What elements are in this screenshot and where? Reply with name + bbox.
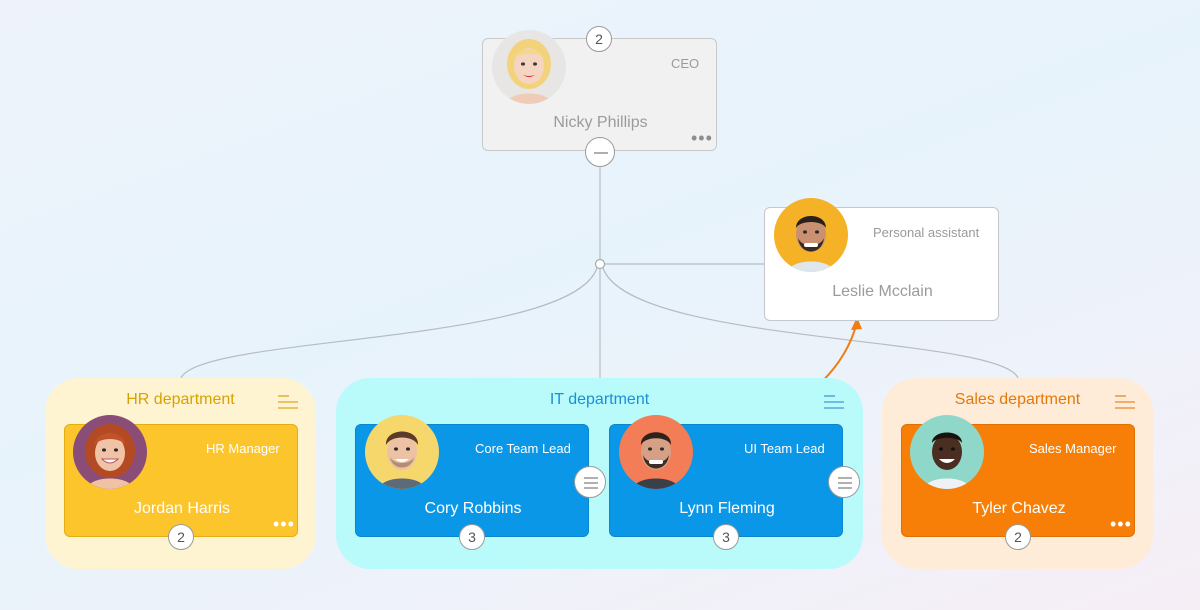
hr-manager-role: HR Manager xyxy=(206,441,280,456)
more-dots-icon[interactable]: ••• xyxy=(1110,514,1132,534)
assistant-role: Personal assistant xyxy=(873,225,980,240)
man-smiling-avatar xyxy=(365,415,439,489)
hr-department-title: HR department xyxy=(126,391,235,408)
ceo-children-badge[interactable]: 2 xyxy=(586,26,612,52)
arrow-head xyxy=(851,317,862,330)
core-team-lead-list-icon[interactable] xyxy=(574,466,606,498)
ceo-name: Nicky Phillips xyxy=(553,114,648,131)
core-team-lead-name: Cory Robbins xyxy=(424,500,522,517)
woman-blonde-avatar xyxy=(492,30,566,104)
sales-manager-children-badge[interactable]: 2 xyxy=(1005,524,1031,550)
hr-manager-children-badge[interactable]: 2 xyxy=(168,524,194,550)
woman-curly-avatar xyxy=(73,415,147,489)
connector-hub-to-hr xyxy=(180,267,598,379)
ui-team-lead-list-icon[interactable] xyxy=(828,466,860,498)
sales-department-title: Sales department xyxy=(954,391,1081,408)
core-team-lead-children-badge[interactable]: 3 xyxy=(459,524,485,550)
align-lines-icon[interactable] xyxy=(277,394,299,410)
align-lines-icon[interactable] xyxy=(823,394,845,410)
ui-team-lead-role: UI Team Lead xyxy=(744,441,825,456)
connector-hub xyxy=(594,258,606,270)
man-beard-avatar xyxy=(619,415,693,489)
assistant-name: Leslie Mcclain xyxy=(832,283,933,300)
more-dots-icon[interactable]: ••• xyxy=(273,514,295,534)
hr-manager-name: Jordan Harris xyxy=(133,500,231,517)
connector-hub-to-sales xyxy=(602,267,1019,379)
more-dots-icon[interactable]: ••• xyxy=(691,128,713,148)
align-lines-icon[interactable] xyxy=(1114,394,1136,410)
core-team-lead-role: Core Team Lead xyxy=(475,441,571,456)
it-department-title: IT department xyxy=(549,391,650,408)
man-dark-avatar xyxy=(910,415,984,489)
collapse-minus-icon[interactable] xyxy=(585,137,615,167)
ui-team-lead-name: Lynn Fleming xyxy=(679,500,775,517)
ceo-role: CEO xyxy=(671,56,700,71)
sales-manager-name: Tyler Chavez xyxy=(972,500,1066,517)
sales-manager-role: Sales Manager xyxy=(1029,441,1117,456)
ui-team-lead-children-badge[interactable]: 3 xyxy=(713,524,739,550)
man-beard-avatar xyxy=(774,198,848,272)
